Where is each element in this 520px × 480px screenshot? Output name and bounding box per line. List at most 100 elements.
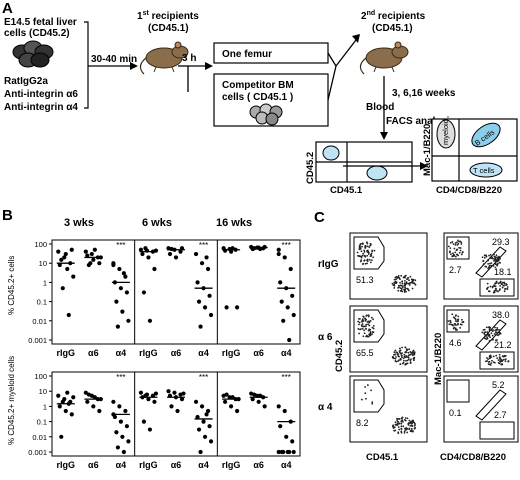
data-point [147,427,153,432]
event-dot [360,398,363,401]
event-dot [359,243,362,246]
event-dot [497,362,500,364]
c-right-ylabel: Mac-1/B220 [433,333,444,385]
event-dot [394,276,397,279]
data-point [230,395,235,400]
event-dot [363,249,366,252]
event-dot [393,357,395,360]
data-point [143,246,148,251]
event-dot [391,355,394,358]
event-dot [497,258,500,261]
event-dot [398,277,401,279]
data-point [290,439,295,444]
recipient2-sub: (CD45.1) [372,23,413,34]
c-left-xlabel: CD45.1 [366,452,399,463]
data-point [250,397,255,402]
event-dot [486,357,488,359]
data-point [205,408,211,414]
facs2-ylabel: Mac-1/B220 [422,124,433,176]
event-dot [489,336,491,339]
data-point [114,299,119,304]
event-dot [456,318,459,321]
event-dot [493,333,496,335]
data-point [224,392,229,397]
event-dot [488,328,491,331]
event-dot [494,326,496,329]
event-dot [499,261,501,264]
event-dot [366,245,369,248]
data-point [205,266,211,272]
event-dot [485,265,488,268]
y-tick-label: 100 [34,240,47,249]
event-dot [363,329,366,332]
event-dot [402,357,405,360]
event-dot [360,250,363,253]
event-dot [404,429,407,432]
event-dot [406,349,409,351]
event-dot [494,266,497,269]
data-point [204,255,209,260]
data-point [118,419,123,424]
facs-schematic-1 [315,141,428,183]
event-dot [457,239,459,242]
event-dot [400,355,403,357]
event-dot [503,284,505,287]
event-dot [488,290,491,293]
data-point [92,395,97,400]
event-dot [486,288,489,291]
antibody-label-3: Anti-integrin α4 [4,102,78,113]
event-dot [393,426,396,429]
event-dot [505,284,508,286]
data-point [59,434,64,439]
data-point [202,305,208,310]
event-dot [412,350,414,353]
event-dot [399,290,402,292]
data-point [181,391,186,396]
event-dot [488,334,491,337]
event-dot [490,262,493,264]
data-point [166,389,171,394]
event-dot [369,320,372,322]
category-label: rIgG [222,348,241,358]
event-dot [489,285,492,288]
event-dot [395,282,398,284]
data-point [262,404,267,409]
row-label: α 6 [318,332,333,343]
event-dot [395,356,397,358]
facs-plot-left [349,232,428,300]
event-dot [393,278,396,281]
weeks-label: 3, 6,16 weeks [392,88,456,99]
event-dot [406,277,409,280]
event-dot [369,332,372,335]
box-competitor-label-2: cells ( CD45.1 ) [222,92,293,103]
data-point [252,392,257,397]
event-dot [489,356,492,358]
event-dot [400,425,403,428]
event-dot [396,417,398,420]
event-dot [454,242,457,244]
event-dot [365,397,367,400]
event-dot [413,351,416,354]
mouse-icon [139,41,189,75]
event-dot [401,346,403,349]
event-dot [448,323,451,326]
gate-tcell-box [479,351,515,370]
event-dot [454,318,457,321]
event-dot [458,251,461,254]
event-dot [398,428,401,431]
event-dot [367,315,370,318]
panel-c: C CD45.2 CD45.1 Mac-1/B220 CD4/CD8/B220 … [314,209,519,463]
event-dot [363,325,366,328]
category-label: α6 [253,460,264,470]
event-dot [461,251,464,253]
event-dot [449,319,452,322]
event-dot [370,259,373,262]
event-dot [373,249,376,252]
event-dot [405,281,408,284]
event-dot [401,362,404,365]
gate-polygon [353,236,385,270]
data-point [123,408,128,414]
event-dot [448,251,451,254]
event-dot [367,320,370,323]
data-point [83,249,88,254]
